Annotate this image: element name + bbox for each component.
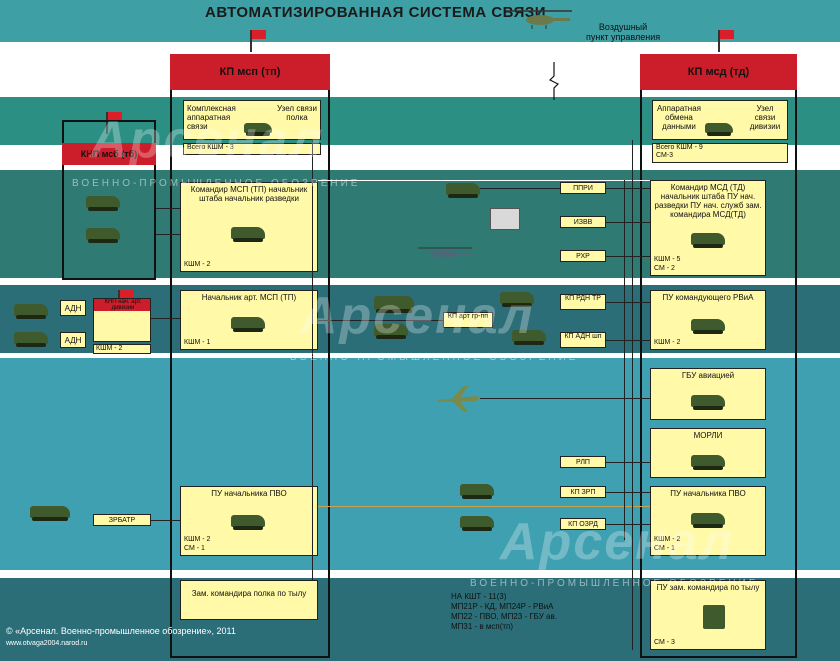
- link-line: [624, 180, 625, 540]
- knp-count: КШМ - 2: [93, 344, 151, 354]
- command-vehicle-icon: [691, 319, 725, 334]
- battalion-cp-panel: [62, 120, 156, 280]
- watermark-subtitle: ВОЕННО-ПРОМЫШЛЕННОЕ ОБОЗРЕНИЕ: [290, 352, 579, 363]
- link-line: [606, 524, 650, 525]
- link-line: [318, 506, 650, 507]
- flag-icon: [250, 30, 266, 52]
- division-pvo-box: ПУ начальника ПВО КШМ - 2 СМ - 1: [650, 486, 766, 556]
- kp-zrp-label: КП ЗРП: [560, 486, 606, 498]
- watermark: Арсенал: [90, 111, 325, 169]
- command-vehicle-icon: [691, 455, 725, 470]
- truck-icon: [490, 208, 520, 230]
- division-cp-header: КП мсд (тд): [640, 54, 797, 90]
- rocket-launcher-icon: [374, 296, 414, 313]
- division-rear-box: ПУ зам. командира по тылу СМ - 3: [650, 580, 766, 650]
- watermark-subtitle: ВОЕННО-ПРОМЫШЛЕННОЕ ОБОЗРЕНИЕ: [470, 578, 759, 589]
- adn-label: АДН: [60, 332, 86, 348]
- division-comm-count: Всего КШМ - 9 СМ-3: [652, 143, 788, 163]
- diagram-title: АВТОМАТИЗИРОВАННАЯ СИСТЕМА СВЯЗИ: [205, 4, 547, 21]
- watermark: Арсенал: [300, 287, 535, 345]
- link-line: [606, 340, 650, 341]
- regiment-comm-box: Комплексная аппаратная связи Узел связи …: [183, 100, 321, 140]
- kp-rdn-label: КП РДН ТР: [560, 294, 606, 310]
- division-gbu-box: ГБУ авиацией: [650, 368, 766, 420]
- copyright-text: © «Арсенал. Военно-промышленное обозрени…: [6, 626, 236, 636]
- link-line: [632, 140, 633, 650]
- link-line: [606, 302, 650, 303]
- link-line: [156, 234, 180, 235]
- command-vehicle-icon: [691, 233, 725, 248]
- division-morli-box: МОРЛИ: [650, 428, 766, 478]
- link-line: [156, 208, 180, 209]
- regiment-artillery-box: Начальник арт. МСП (ТП) КШМ - 1: [180, 290, 318, 350]
- kp-adn-label: КП АДН шп: [560, 332, 606, 348]
- link-line: [151, 520, 180, 521]
- command-vehicle-icon: [231, 515, 265, 530]
- link-line: [318, 320, 443, 321]
- division-artillery-knp-box: КНП нач. арт. дивизии: [93, 298, 151, 342]
- command-vehicle-icon: [231, 227, 265, 242]
- ppri-label: ППРИ: [560, 182, 606, 194]
- regiment-comm-count: Всего КШМ - 3: [183, 143, 321, 155]
- helicopter-icon: [418, 246, 476, 260]
- watermark-subtitle: ВОЕННО-ПРОМЫШЛЕННОЕ ОБОЗРЕНИЕ: [72, 178, 361, 189]
- link-line: [606, 462, 650, 463]
- truck-icon: [703, 605, 725, 629]
- adn-label: АДН: [60, 300, 86, 316]
- recon-vehicle-icon: [446, 183, 480, 198]
- link-line: [480, 188, 560, 189]
- sam-system-icon: [30, 506, 70, 521]
- division-rvia-box: ПУ командующего РВиА КШМ - 2: [650, 290, 766, 350]
- howitzer-icon: [14, 332, 48, 347]
- link-line: [318, 180, 650, 181]
- battalion-cp-header: КНП мсб (тб): [62, 143, 156, 165]
- kp-ozrd-label: КП ОЗРД: [560, 518, 606, 530]
- flag-icon: [718, 30, 734, 52]
- link-line: [480, 398, 650, 399]
- howitzer-icon: [14, 304, 48, 319]
- link-line: [606, 222, 650, 223]
- rhr-label: РХР: [560, 250, 606, 262]
- link-line: [606, 188, 650, 189]
- missile-launcher-icon: [500, 292, 534, 307]
- division-comm-box: Аппаратная обмена данными Узел связи див…: [652, 100, 788, 140]
- regiment-pvo-box: ПУ начальника ПВО КШМ - 2 СМ - 1: [180, 486, 318, 556]
- infantry-vehicle-icon: [86, 228, 120, 243]
- aircraft-icon: [438, 386, 480, 412]
- izvb-label: ИЗВВ: [560, 216, 606, 228]
- link-line: [606, 492, 650, 493]
- command-vehicle-icon: [244, 123, 272, 136]
- command-vehicle-icon: [691, 513, 725, 528]
- regiment-commander-box: Командир МСП (ТП) начальник штаба началь…: [180, 182, 318, 272]
- infantry-vehicle-icon: [86, 196, 120, 211]
- sam-vehicle-icon: [460, 484, 494, 499]
- regiment-rear-box: Зам. командира полка по тылу: [180, 580, 318, 620]
- command-vehicle-icon: [691, 395, 725, 410]
- link-line: [606, 256, 650, 257]
- link-line: [151, 318, 180, 319]
- command-vehicle-icon: [705, 123, 733, 136]
- helicopter-icon: [506, 10, 572, 29]
- regiment-cp-header: КП мсп (тп): [170, 54, 330, 90]
- radio-link-icon: [548, 62, 560, 100]
- link-line: [312, 140, 313, 580]
- command-vehicle-icon: [231, 317, 265, 332]
- division-commander-box: Командир МСД (ТД) начальник штаба ПУ нач…: [650, 180, 766, 276]
- command-vehicle-icon: [374, 324, 408, 339]
- command-vehicle-icon: [512, 330, 546, 345]
- rlp-label: РЛП: [560, 456, 606, 468]
- sam-vehicle-icon: [460, 516, 494, 531]
- flag-icon: [106, 112, 122, 134]
- kp-art-label: КП арт гр-пп: [443, 312, 493, 328]
- header-band: [0, 0, 840, 42]
- watermark: Арсенал: [500, 513, 735, 571]
- copyright-url: www.otvaga2004.narod.ru: [6, 640, 88, 647]
- air-command-post-label: Воздушный пункт управления: [586, 22, 661, 42]
- equipment-note: НА КШТ - 11(3) МП21Р - КД, МП24Р - РВиА …: [451, 592, 557, 631]
- zrbatr-label: ЗРБАТР: [93, 514, 151, 526]
